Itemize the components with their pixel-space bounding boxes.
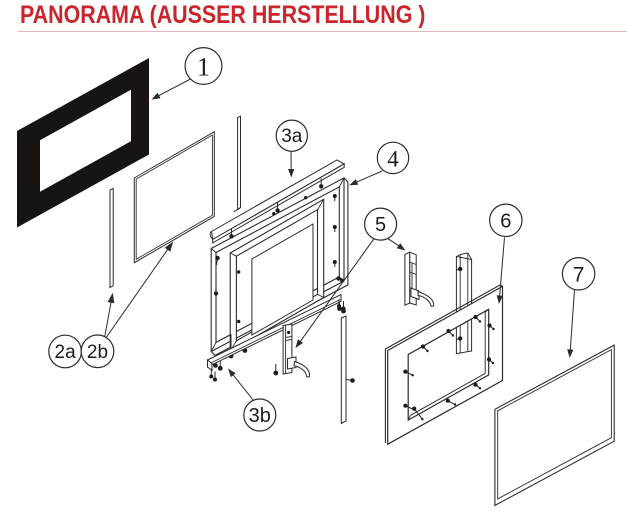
svg-text:5: 5 — [375, 214, 386, 236]
svg-text:6: 6 — [500, 210, 511, 232]
svg-text:4: 4 — [387, 146, 399, 171]
svg-text:2b: 2b — [87, 342, 108, 363]
svg-text:7: 7 — [573, 263, 585, 286]
svg-text:3a: 3a — [281, 126, 303, 147]
svg-text:3b: 3b — [249, 405, 271, 427]
svg-text:2a: 2a — [55, 342, 77, 363]
svg-text:1: 1 — [197, 53, 210, 82]
